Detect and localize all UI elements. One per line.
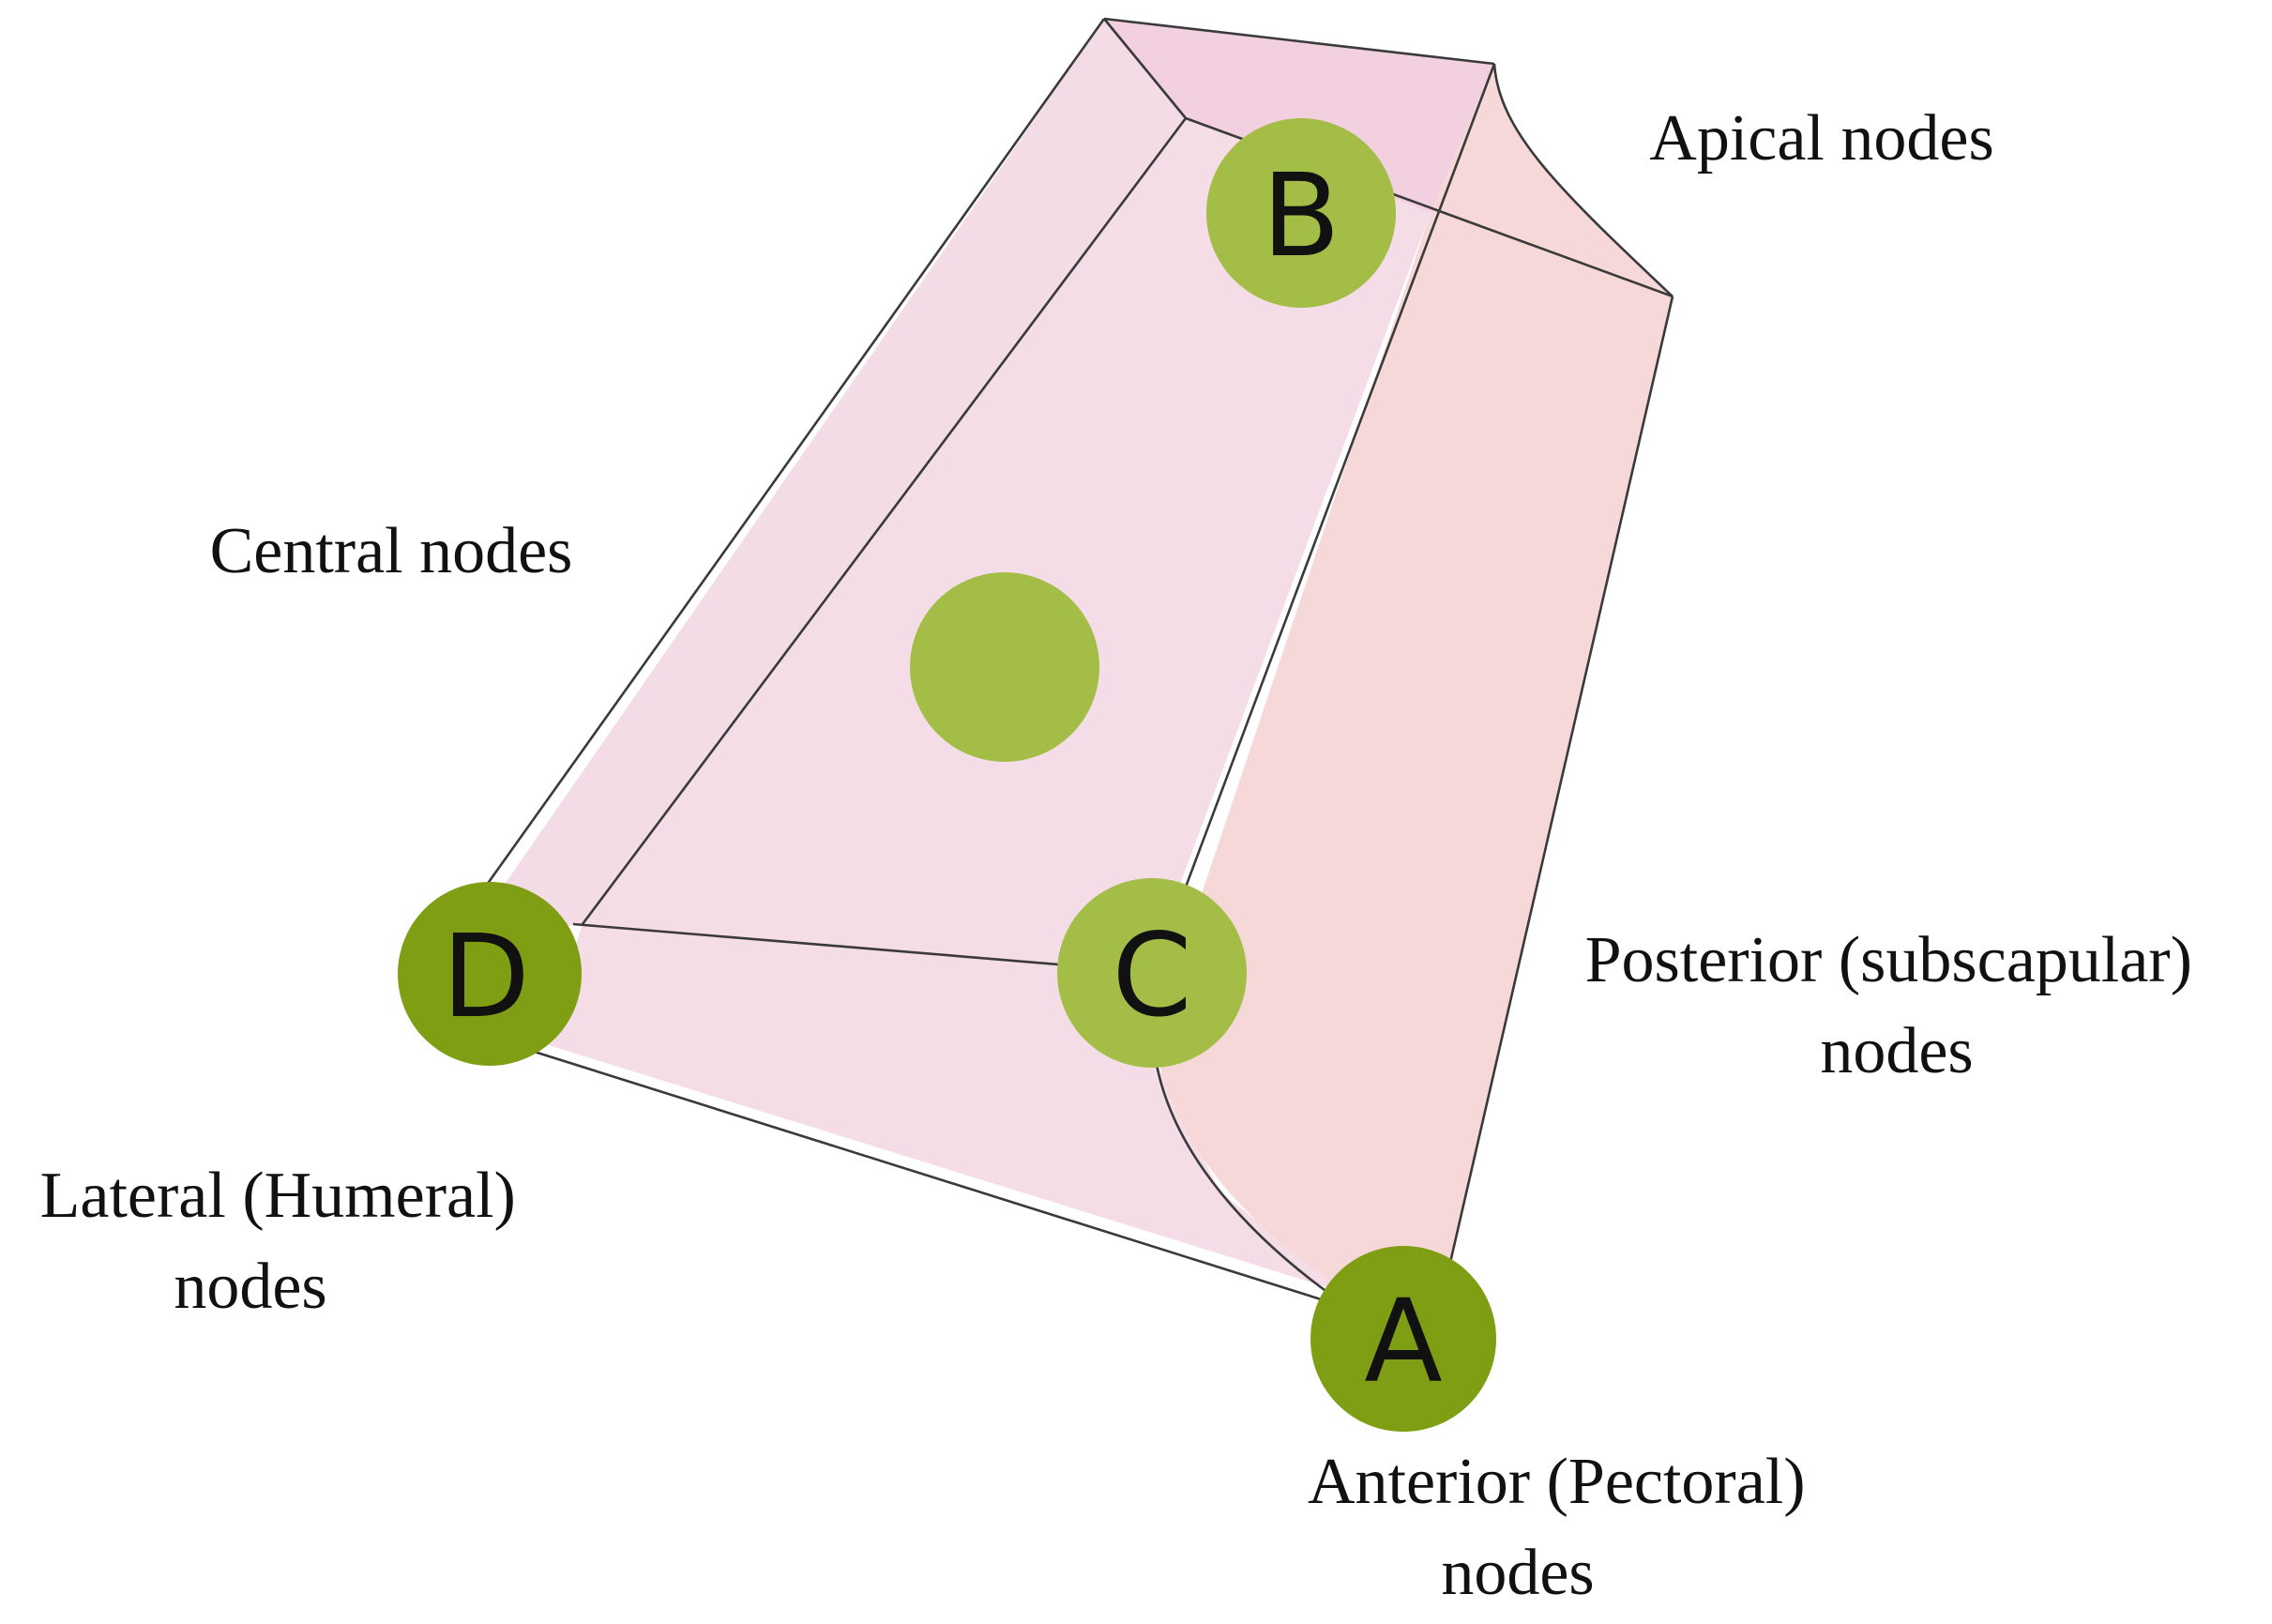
lateral-nodes-label-line-2: nodes [174,1251,326,1323]
lateral-outer-edge [471,18,1106,905]
front-right-edge [1152,63,1496,973]
node-b-letter: B [1262,149,1340,282]
anterior-nodes-label: Anterior (Pectoral) nodes [1308,1446,1822,1609]
anterior-nodes-label-line-2: nodes [1441,1537,1594,1609]
node-c-letter: C [1112,909,1191,1042]
top-face [1104,19,1494,213]
top-back-edge [1103,17,1495,66]
base-bottom-edge [524,1047,1352,1311]
lateral-wall-face [491,19,1186,930]
node-d-letter: D [442,910,530,1043]
node-a-circle [1310,1246,1496,1432]
lateral-nodes-label: Lateral (Humeral) nodes [40,1160,533,1323]
apical-nodes-label: Apical nodes [1649,102,1993,175]
anterior-nodes-label-line-1: Anterior (Pectoral) [1308,1446,1806,1518]
lateral-nodes-label-line-1: Lateral (Humeral) [40,1160,516,1232]
posterior-nodes-label-line-2: nodes [1820,1015,1973,1087]
posterior-nodes-label: Posterior (subscapular) nodes [1585,924,2209,1087]
posterior-right-edge [1447,296,1674,1267]
central-node-circle [910,572,1099,762]
apex-curve-edge [1492,63,1674,297]
posterior-face [1156,64,1673,1295]
posterior-nodes-label-line-1: Posterior (subscapular) [1585,924,2192,996]
node-b-circle [1206,118,1396,308]
node-c-circle [1057,878,1247,1068]
top-left-edge [1102,18,1188,119]
lateral-inner-edge [581,117,1188,925]
central-nodes-label: Central nodes [210,515,573,587]
node-d-circle [398,882,582,1066]
front-face [583,118,1431,972]
base-top-edge [572,922,1150,974]
node-a-letter: A [1364,1275,1442,1408]
